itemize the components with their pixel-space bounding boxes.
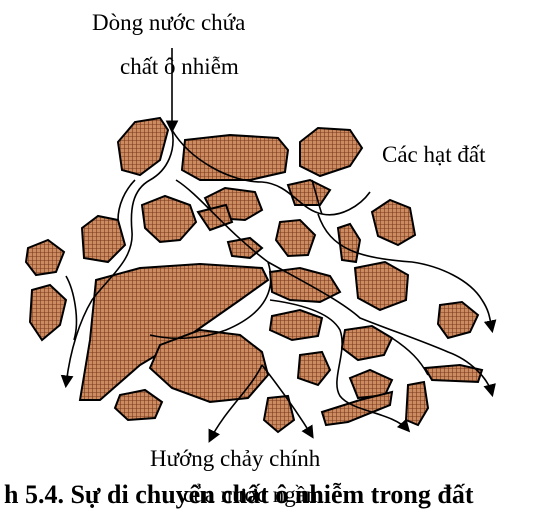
- soil-particle: [355, 262, 408, 310]
- soil-particle: [115, 390, 162, 420]
- soil-particle: [338, 224, 360, 262]
- soil-particle: [342, 326, 392, 360]
- soil-particle: [26, 240, 64, 275]
- label-inflow-line2: chất ô nhiễm: [120, 54, 239, 80]
- figure-caption: h 5.4. Sự di chuyển chất ô nhiễm trong đ…: [4, 480, 536, 515]
- soil-particle: [438, 302, 478, 338]
- figure-caption-text: h 5.4. Sự di chuyển chất ô nhiễm trong đ…: [4, 480, 473, 509]
- soil-particle: [372, 200, 415, 245]
- soil-particle: [30, 285, 66, 340]
- soil-particle: [270, 310, 322, 340]
- flow-path: [66, 276, 76, 340]
- soil-particle: [82, 216, 125, 262]
- label-main-flow-line1: Hướng chảy chính: [150, 446, 320, 472]
- label-soil-particles: Các hạt đất: [382, 142, 485, 168]
- soil-particle: [118, 118, 168, 175]
- flow-path: [118, 180, 135, 220]
- soil-particle: [228, 238, 262, 258]
- soil-particle: [298, 352, 330, 385]
- soil-particle: [406, 382, 428, 425]
- label-inflow-line1: Dòng nước chứa: [92, 10, 245, 36]
- flow-path: [392, 338, 428, 375]
- soil-particle: [142, 196, 196, 242]
- soil-particle: [300, 128, 362, 176]
- soil-particle: [276, 220, 315, 256]
- soil-particle: [288, 180, 330, 205]
